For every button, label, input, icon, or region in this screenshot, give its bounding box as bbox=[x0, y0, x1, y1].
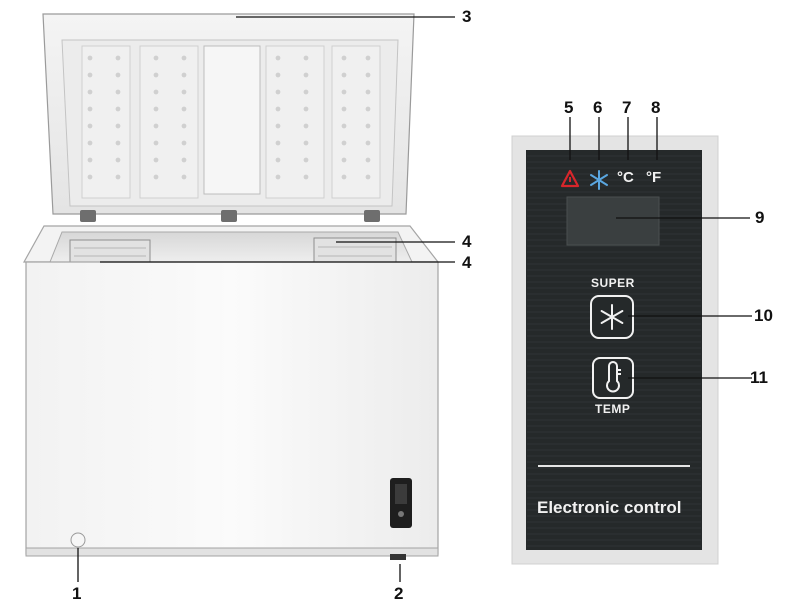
temperature-display bbox=[566, 196, 660, 246]
callout-lid-seal: 3 bbox=[462, 7, 472, 26]
callout-display: 9 bbox=[755, 208, 765, 227]
leader-lines bbox=[77, 16, 752, 582]
callout-alarm: 5 bbox=[564, 98, 574, 117]
snowflake-icon bbox=[600, 304, 624, 330]
callout-drain-plug: 1 bbox=[72, 584, 82, 603]
callout-control-box: 2 bbox=[394, 584, 404, 603]
callout-temp-button: 11 bbox=[750, 368, 768, 387]
temp-label: TEMP bbox=[595, 402, 631, 416]
fahrenheit-indicator: °F bbox=[646, 169, 662, 186]
callout-celsius: 7 bbox=[622, 98, 632, 117]
control-panel bbox=[511, 135, 719, 565]
panel-footer-label: Electronic control bbox=[537, 498, 682, 517]
callout-basket-upper: 4 bbox=[462, 232, 472, 251]
freezer-lid bbox=[42, 13, 415, 222]
callout-fahrenheit: 8 bbox=[651, 98, 661, 117]
warning-triangle-icon bbox=[560, 169, 580, 188]
callout-basket-lower: 4 bbox=[462, 253, 472, 272]
super-label: SUPER bbox=[591, 276, 635, 290]
celsius-indicator: °C bbox=[617, 169, 634, 186]
thermometer-icon bbox=[606, 361, 621, 393]
snowflake-icon bbox=[590, 170, 608, 190]
callout-freeze: 6 bbox=[593, 98, 603, 117]
freezer-body bbox=[22, 225, 440, 560]
callout-super-button: 10 bbox=[754, 306, 773, 325]
drain-plug bbox=[70, 532, 86, 548]
